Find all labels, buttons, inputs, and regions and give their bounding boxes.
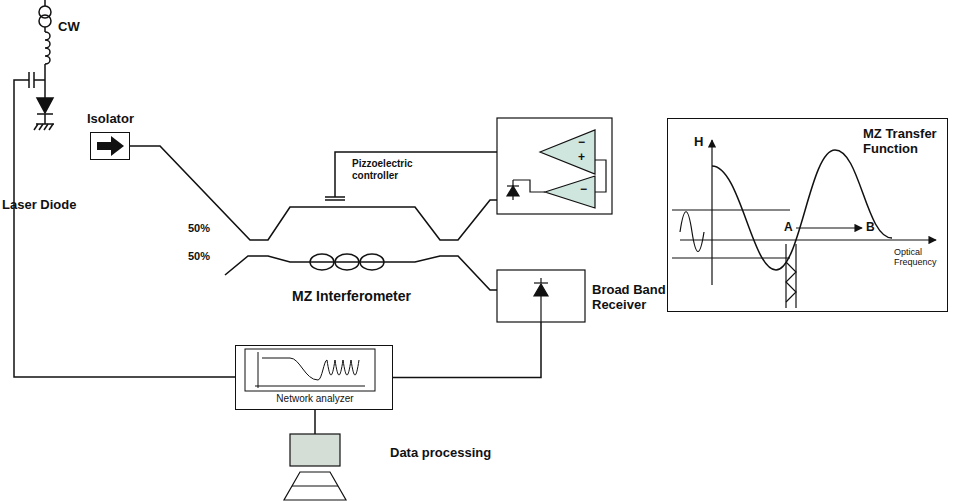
fibre-coil xyxy=(310,254,334,270)
receiver-box xyxy=(497,270,585,322)
point-label: B xyxy=(866,221,875,235)
transfer-function-inset: MZ Transfer Function H A B Optical Frequency xyxy=(667,118,948,312)
fibre-coil xyxy=(310,254,384,270)
capacitor-symbol xyxy=(33,72,35,88)
ground-symbol xyxy=(39,124,43,130)
transfer-plot xyxy=(680,239,936,240)
pin-sign: − xyxy=(580,183,587,197)
laser-diode-symbol xyxy=(44,114,46,124)
computer-icon xyxy=(284,472,346,500)
component-label: Broad Band Receiver xyxy=(592,283,692,313)
receiver-box: Broad Band Receiver xyxy=(497,270,585,322)
signal-label: CW xyxy=(58,20,80,35)
receiver-box xyxy=(540,296,541,322)
feedback-controller xyxy=(507,186,519,196)
pin-sign: + xyxy=(578,151,585,165)
feedback-controller xyxy=(545,176,595,208)
feedback-controller xyxy=(540,130,595,174)
ground-symbol xyxy=(34,124,54,130)
capacitor-symbol xyxy=(14,80,235,377)
transfer-plot xyxy=(795,244,796,308)
computer-monitor: Data processing xyxy=(290,434,340,466)
axis-label: H xyxy=(694,135,703,150)
analyzer-screen xyxy=(255,386,365,387)
analyzer-screen xyxy=(262,358,359,380)
feedback-controller xyxy=(595,160,606,192)
transfer-plot xyxy=(712,150,892,270)
optical-fibre xyxy=(130,146,497,290)
isolator-box: Isolator xyxy=(90,132,130,160)
current-source xyxy=(44,0,46,6)
component-label: Isolator xyxy=(87,112,134,127)
receiver-box xyxy=(534,284,548,296)
transfer-plot xyxy=(785,244,786,308)
optical-fibre xyxy=(130,146,497,240)
component-label: MZ Interferometer xyxy=(292,288,411,304)
network-analyzer-box: Network analyzer xyxy=(235,345,393,410)
receiver-box xyxy=(497,270,585,322)
laser-diode-symbol xyxy=(37,98,53,113)
signal-connector xyxy=(314,410,316,434)
component-label: Data processing xyxy=(390,446,491,461)
transfer-plot xyxy=(796,227,862,228)
receiver-box xyxy=(540,278,541,283)
pin-sign: − xyxy=(578,136,585,150)
current-source xyxy=(39,0,51,32)
feedback-controller xyxy=(497,118,612,214)
optical-fibre xyxy=(225,256,497,290)
transfer-plot xyxy=(672,257,790,258)
axis-label: Optical Frequency xyxy=(894,247,944,268)
inductor-symbol xyxy=(45,32,50,64)
isolator-arrow xyxy=(111,136,124,156)
ground-symbol xyxy=(34,124,38,130)
split-ratio: 50% xyxy=(188,250,210,263)
fibre-coil xyxy=(360,254,384,270)
analyzer-screen xyxy=(258,352,259,388)
inductor-symbol xyxy=(45,32,50,98)
component-label: Laser Diode xyxy=(2,198,76,213)
transfer-plot xyxy=(672,140,936,308)
ground-symbol xyxy=(44,124,48,130)
point-label: A xyxy=(784,221,793,235)
transfer-plot xyxy=(786,262,796,302)
isolator-arrow xyxy=(97,142,112,150)
split-ratio: 50% xyxy=(188,222,210,235)
transfer-plot xyxy=(680,212,704,252)
component-label: Pizzoelectric controller xyxy=(352,158,447,181)
computer-icon xyxy=(292,485,338,486)
feedback-controller xyxy=(512,180,513,186)
inductor-symbol xyxy=(44,64,46,98)
capacitor-symbol xyxy=(34,79,45,81)
feedback-controller xyxy=(513,180,545,192)
computer-icon xyxy=(290,434,340,466)
transfer-plot xyxy=(711,140,712,285)
inset-title: MZ Transfer Function xyxy=(863,127,943,157)
signal-connector xyxy=(393,322,541,378)
laser-diode-symbol xyxy=(37,98,53,124)
fibre-coil xyxy=(335,254,359,270)
ground-symbol xyxy=(36,123,54,125)
computer-icon xyxy=(284,434,346,500)
capacitor-symbol xyxy=(14,72,235,377)
analyzer-screen xyxy=(245,349,375,391)
feedback-controller xyxy=(512,196,513,200)
isolator-arrow xyxy=(97,136,124,156)
current-source xyxy=(39,15,51,27)
analyzer-screen xyxy=(245,349,375,391)
piezoelectric-element xyxy=(325,199,345,201)
ground-symbol xyxy=(49,124,53,130)
component-label: Network analyzer xyxy=(236,393,394,405)
transfer-plot xyxy=(672,209,790,210)
feedback-controller xyxy=(497,118,612,214)
